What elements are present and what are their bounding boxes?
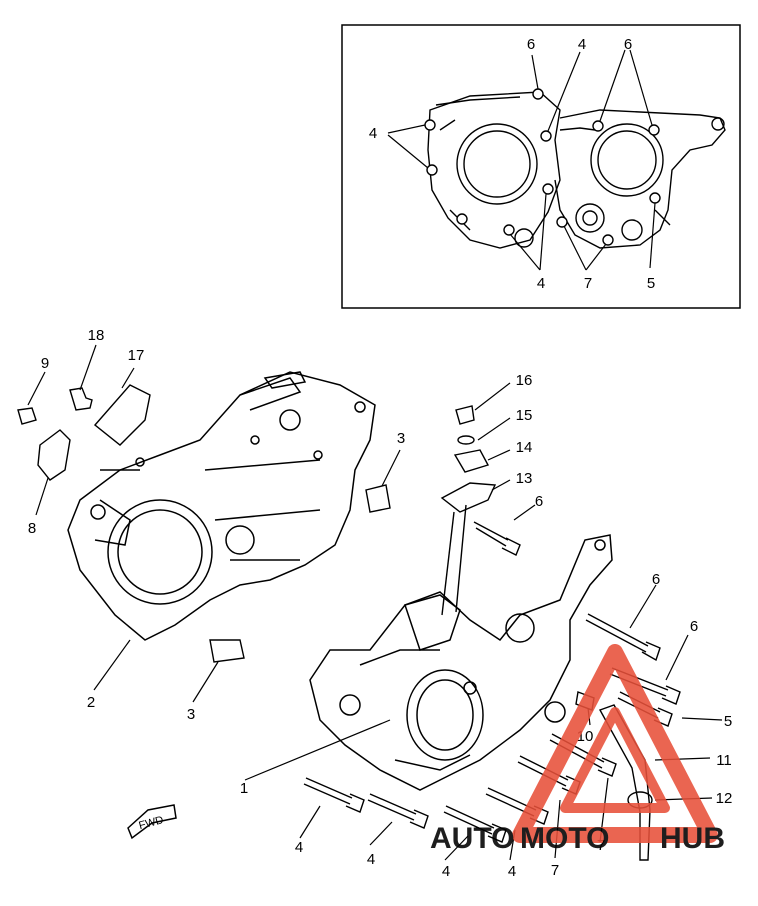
part-label-7: 7	[551, 862, 559, 879]
part-label-6: 6	[690, 618, 698, 635]
part-label-1: 1	[240, 780, 248, 797]
inset-label-4: 4	[537, 275, 545, 292]
inset-label-4: 4	[369, 125, 377, 142]
part-label-8: 8	[28, 520, 36, 537]
left-crankcase-drawing	[67, 371, 376, 641]
fwd-arrow: FWD	[127, 804, 177, 840]
inset-view: 6 4 6 4 4 7 5	[341, 24, 741, 309]
part-label-14: 14	[516, 439, 533, 456]
part-label-4: 4	[295, 839, 303, 856]
part-label-3: 3	[397, 430, 405, 447]
inset-leader-lines	[387, 49, 656, 271]
watermark-logo: AUTO MOTO HUB	[430, 644, 725, 855]
watermark-text-auto: AUTO	[430, 822, 514, 855]
part-label-9: 9	[41, 355, 49, 372]
part-label-4: 4	[508, 863, 516, 880]
main-leader-lines	[27, 344, 723, 861]
part-label-7: 7	[597, 837, 605, 854]
part-label-16: 16	[516, 372, 533, 389]
right-crankcase-drawing	[309, 534, 613, 791]
part-label-13: 13	[516, 470, 533, 487]
part-label-5: 5	[724, 713, 732, 730]
inset-crankcase-drawing	[427, 91, 726, 249]
part-label-3: 3	[187, 706, 195, 723]
part-label-2: 2	[87, 694, 95, 711]
part-label-15: 15	[516, 407, 533, 424]
inset-label-5: 5	[647, 275, 655, 292]
part-label-4: 4	[367, 851, 375, 868]
inset-frame	[341, 24, 741, 309]
part-label-4: 4	[442, 863, 450, 880]
part-label-18: 18	[88, 327, 105, 344]
inset-label-6: 6	[624, 36, 632, 53]
watermark-triangle	[512, 644, 718, 843]
watermark-text-hub: HUB	[660, 822, 725, 855]
part-label-17: 17	[128, 347, 145, 364]
fwd-arrow-label: FWD	[138, 814, 165, 832]
part-label-6: 6	[535, 493, 543, 510]
part-label-6: 6	[652, 571, 660, 588]
inset-label-7: 7	[584, 275, 592, 292]
fwd-arrow-shape	[127, 804, 177, 840]
small-parts-left	[17, 384, 391, 663]
part-label-11: 11	[716, 752, 732, 769]
small-parts-top	[440, 405, 497, 616]
inset-label-4: 4	[578, 36, 586, 53]
part-label-12: 12	[716, 790, 733, 807]
inset-label-6: 6	[527, 36, 535, 53]
watermark-text-moto: MOTO	[520, 822, 609, 855]
main-labels: 18 17 9 8 2 3 3 16 15 14 13 6 6 6 5 10 1…	[28, 327, 733, 880]
